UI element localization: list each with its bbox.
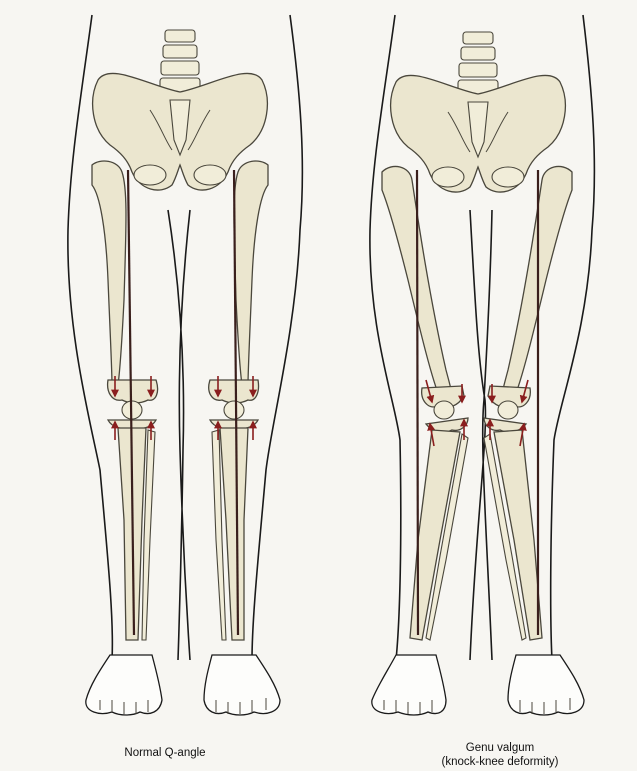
femur-left-leg-2 xyxy=(234,161,268,385)
caption-genu-valgum-title: Genu valgum xyxy=(405,741,595,755)
caption-genu-valgum: Genu valgum (knock-knee deformity) xyxy=(405,741,595,769)
caption-genu-valgum-subtitle: (knock-knee deformity) xyxy=(405,755,595,769)
foot-right-1 xyxy=(372,655,446,715)
axis-line-right-1 xyxy=(417,170,418,635)
knee-right-1 xyxy=(422,386,468,432)
foot-left-2 xyxy=(204,655,280,715)
caption-normal-q-angle: Normal Q-angle xyxy=(95,746,235,760)
femur-left-leg-1 xyxy=(92,161,126,385)
knee-left-2 xyxy=(209,380,259,429)
genu-valgum-figure xyxy=(370,15,595,715)
spine-left xyxy=(160,30,200,92)
foot-right-2 xyxy=(508,655,584,715)
normal-q-angle-figure xyxy=(68,15,303,715)
spine-right xyxy=(458,32,498,94)
